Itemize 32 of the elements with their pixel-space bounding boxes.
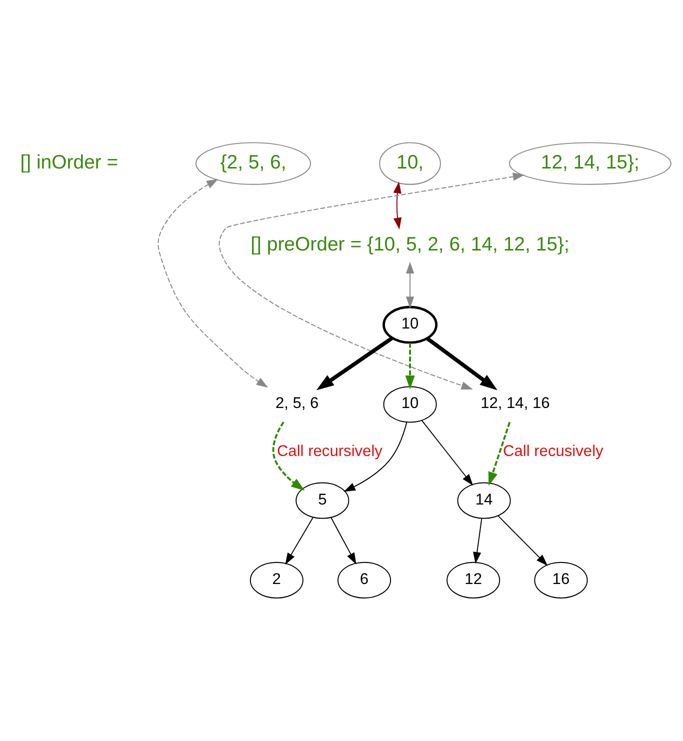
edge-label: Call recusively [503,443,604,460]
node-ellipse: {2, 5, 6, [195,142,312,185]
arrow [285,517,314,565]
node-ellipse: 14 [457,482,511,519]
arrow [426,337,498,390]
arrow [406,262,414,308]
node-ellipse: 10 [383,386,437,423]
node-ellipse: 16 [534,562,588,598]
arrow [405,343,415,390]
node-ellipse: 6 [338,562,392,598]
node-text: [] preOrder = {10, 5, 2, 6, 14, 12, 15}; [250,233,570,256]
arrow [158,178,268,388]
arrow [330,517,356,564]
arrow [316,336,394,390]
arrow [488,422,511,486]
node-ellipse: 5 [296,482,350,519]
node-ellipse: 12, 14, 15}; [508,142,672,185]
arrow [344,422,408,492]
node-ellipse: 10 [382,306,438,344]
node-ellipse: 12 [446,562,500,598]
arrow [393,182,402,230]
node-ellipse: 10, [379,142,441,185]
arrow [272,422,305,491]
arrow [498,515,548,566]
arrow [473,518,482,564]
edge-label: Call recursively [276,443,382,460]
arrow [218,172,525,390]
node-text: 12, 14, 16 [480,395,550,412]
node-ellipse: 2 [250,562,304,598]
arrow [421,420,474,486]
label: [] inOrder = [20,151,118,174]
node-text: 2, 5, 6 [275,395,319,412]
